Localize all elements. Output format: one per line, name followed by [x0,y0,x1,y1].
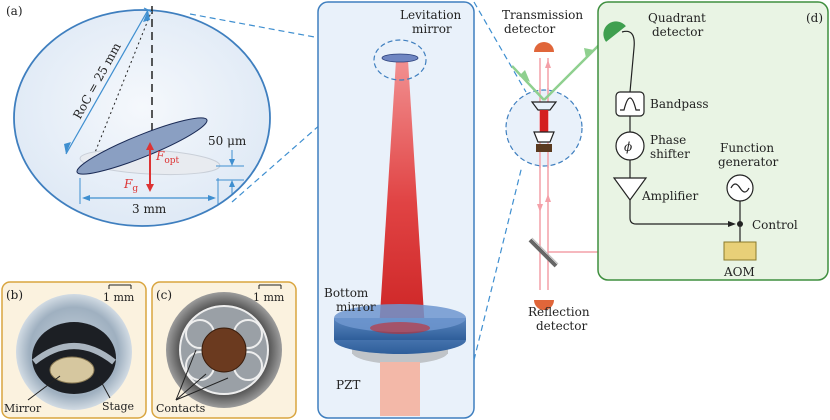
function-label-1: Function [720,141,774,155]
stage-label: Stage [102,400,134,413]
panel-c-scale: 1 mm [253,291,285,304]
panel-c: (c) 1 mm Contacts [151,281,297,419]
bottom-label-2: mirror [336,300,376,314]
bottom-label-1: Bottom [324,286,369,300]
function-label-2: generator [718,155,779,169]
panel-d: (d) Quadrant detector Bandpass ϕ Phase s… [597,1,829,281]
reflection-label-1: Reflection [528,305,590,319]
laser-beam-cone [378,60,426,346]
force-opt-label: Fopt [155,149,180,166]
panel-center: Levitation mirror Bottom mirror PZT [317,1,527,419]
sine-wave-icon [730,183,750,193]
phase-label-1: Phase [650,133,686,147]
phase-shifter-circle [615,131,645,161]
quadrant-detector [603,21,626,42]
photo-mirror [49,356,95,384]
panel-a: (a) RoC = 25 mm Fopt Fg 50 μm [6,4,379,227]
panel-b-scale: 1 mm [103,291,135,304]
levitation-label-1: Levitation [400,8,462,22]
roc-arrow-line [65,9,149,155]
pzt-stem [380,362,420,416]
radius-dotted-line [91,9,153,161]
panel-optics: Transmission detector Reflection detecto… [502,8,828,333]
thickness-label: 50 μm [208,134,247,148]
force-g-label: Fg [123,177,138,194]
phase-symbol: ϕ [624,140,632,154]
bandpass-box [615,91,645,117]
quadrant-label-2: detector [652,25,703,39]
aom-label: AOM [723,265,755,279]
levitation-mirror [381,53,419,63]
levitated-mirror-disk [76,117,208,175]
panel-b-label: (b) [6,288,23,302]
reflection-label-2: detector [536,319,587,333]
amplifier-triangle [612,177,648,202]
reflection-detector [534,300,554,310]
panel-b: (b) 1 mm Mirror Stage [1,281,147,419]
width-label: 3 mm [132,202,167,216]
control-label: Control [752,218,798,232]
amplifier-label: Amplifier [641,189,699,203]
panel-d-frame [597,1,829,281]
transmission-detector [534,42,554,52]
bandpass-label: Bandpass [650,97,709,111]
transmission-label-1: Transmission [502,8,583,22]
small-levitated-mirror [530,101,558,111]
aom-box [723,241,757,261]
levitation-zoom-circle [373,39,427,81]
photo-contact-disk [201,327,247,373]
panel-d-label: (d) [806,11,823,25]
mirror-label: Mirror [4,402,42,415]
contacts-label: Contacts [156,402,206,415]
beam-splitter [528,238,558,268]
pzt-label: PZT [336,378,360,392]
transmission-label-2: detector [504,22,555,36]
panel-a-label: (a) [6,4,23,18]
panel-c-label: (c) [156,288,172,302]
quadrant-label-1: Quadrant [648,11,706,25]
levitation-label-2: mirror [412,22,452,36]
phase-label-2: shifter [650,147,690,161]
